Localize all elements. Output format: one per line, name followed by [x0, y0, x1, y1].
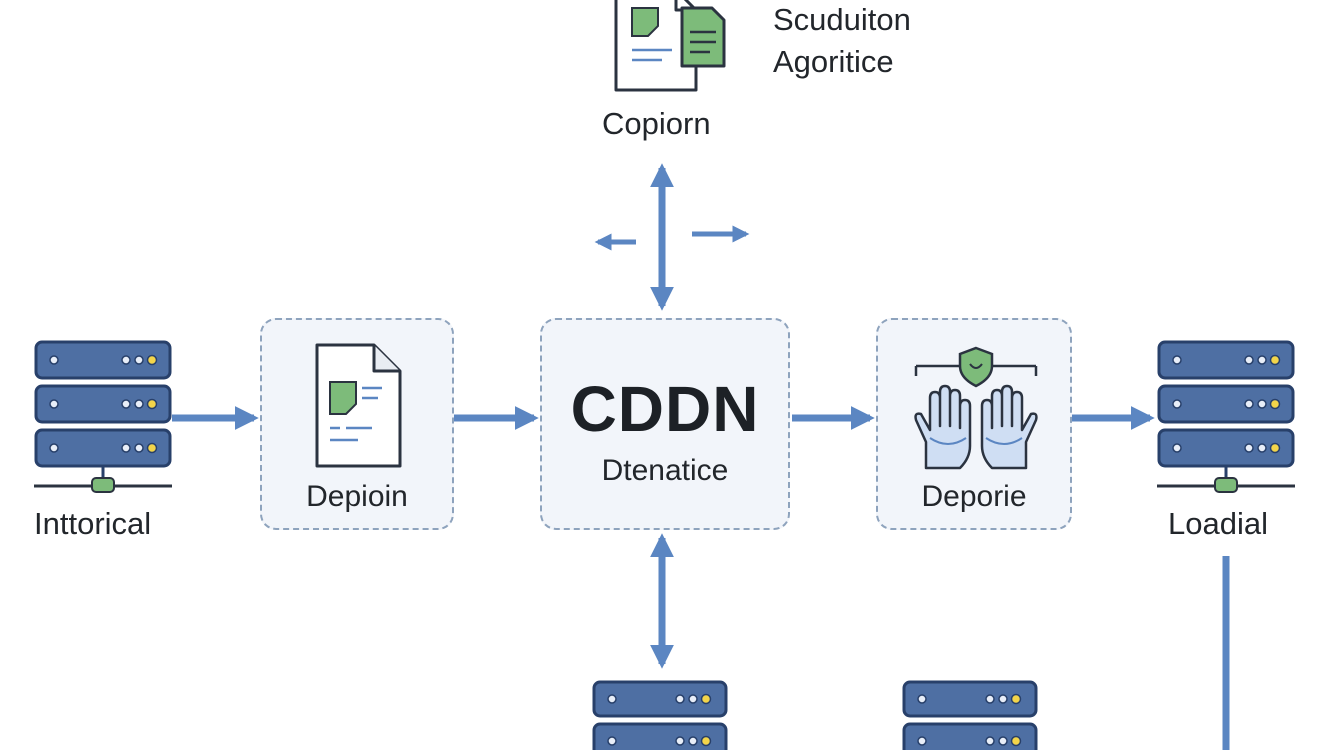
server-stack-icon — [902, 680, 1038, 750]
right-server-label: Loadial — [1168, 506, 1268, 541]
cdn-box: CDDN Dtenatice — [540, 318, 790, 530]
cdn-title: CDDN — [570, 373, 760, 445]
deploy-box-label: Depioin — [306, 480, 408, 513]
server-stack-icon — [1157, 340, 1295, 493]
document-icon — [315, 343, 402, 468]
top-heading-line1: Scuduiton — [773, 2, 911, 37]
server-stack-icon — [34, 340, 172, 493]
protect-box-label: Deporie — [921, 480, 1027, 513]
cdn-subtitle: Dtenatice — [601, 454, 729, 487]
deploy-box: Depioin — [260, 318, 454, 530]
left-server-label: Inttorical — [34, 506, 152, 541]
top-node-label: Copiorn — [602, 106, 711, 141]
top-heading-line2: Agoritice — [773, 44, 894, 79]
hands-shield-icon — [914, 346, 1038, 470]
document-copy-icon — [614, 0, 726, 92]
protect-box: Deporie — [876, 318, 1072, 530]
server-stack-icon — [592, 680, 728, 750]
